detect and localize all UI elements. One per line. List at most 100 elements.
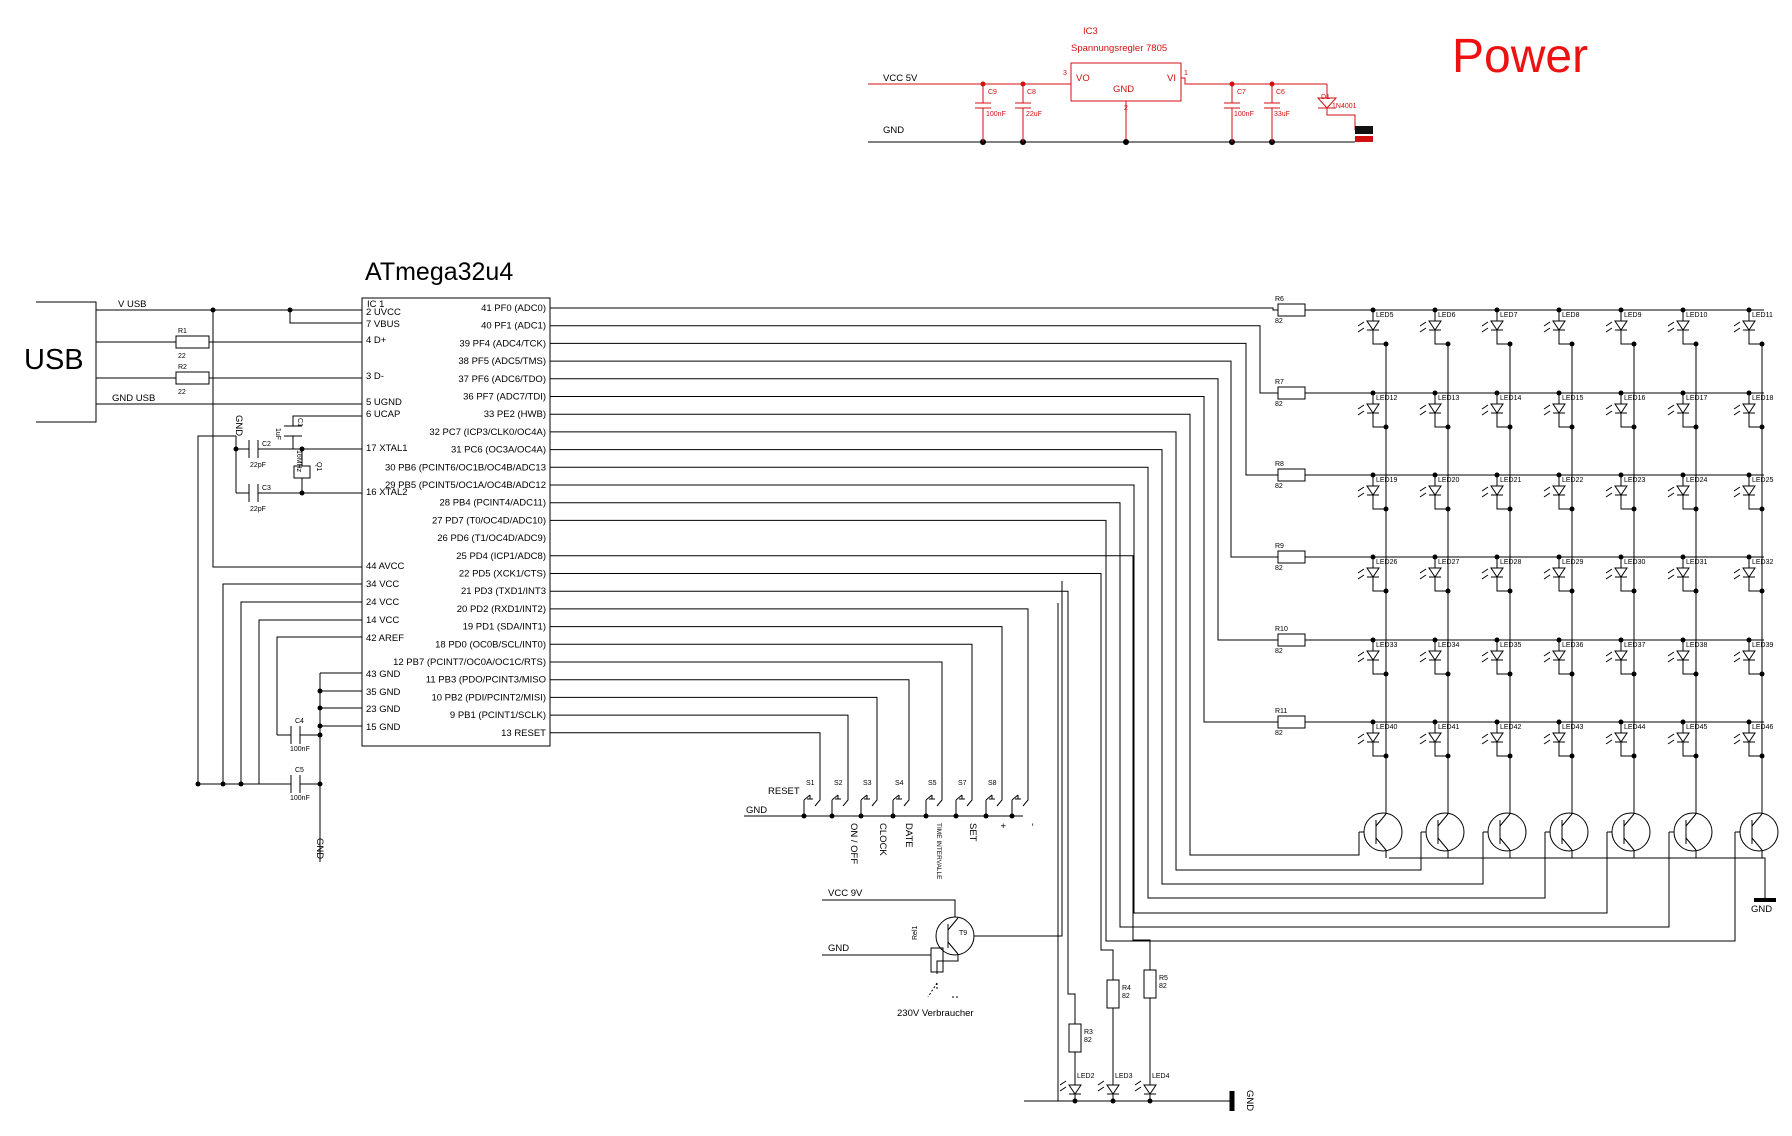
matrix-led: LED23 [1605,472,1646,510]
svg-text:T9: T9 [959,930,967,937]
mcu-left-pin: 44 AVCC [366,561,405,572]
regulator-ref: IC3 [1083,26,1098,37]
clock-section: GND C2 22pF C3 22pF Q1 16MHz C1 1uF [197,415,362,784]
mcu-left-pin: 42 AREF [366,633,404,644]
transistor-t9 [935,916,975,956]
matrix-led: LED26 [1357,554,1398,592]
r2-value: 22 [178,389,186,396]
mcu-right-pin: 26 PD6 (T1/OC4D/ADC9) [437,533,546,544]
led-label: LED16 [1624,395,1646,402]
matrix-led: LED29 [1543,554,1584,592]
cap-c8: C8 22uF [1015,81,1042,142]
led-label: LED22 [1562,477,1584,484]
matrix-led: LED37 [1605,637,1646,675]
matrix-led: LED18 [1733,390,1774,428]
matrix-led: LED14 [1481,390,1522,428]
regulator-pin-vi: VI [1167,73,1176,84]
svg-text:22uF: 22uF [1026,111,1042,118]
matrix-led: LED34 [1419,637,1460,675]
load-label: 230V Verbraucher [897,1008,974,1019]
button-ref: S2 [834,780,843,787]
row-resistor-ref: R10 [1275,626,1288,633]
status-resistor-value: 82 [1122,993,1130,1000]
led-label: LED37 [1624,642,1646,649]
mcu-left-pin: 43 GND [366,669,400,680]
row-resistor [1277,633,1306,647]
gndusb-label: GND USB [112,393,155,404]
status-led [1068,1084,1082,1095]
mcu-ref: IC 1 [367,299,384,310]
led-label: LED8 [1562,312,1580,319]
push-button: S8 [983,780,1003,819]
push-button [1009,786,1029,819]
power-connector-minus [1355,136,1373,142]
svg-text:C9: C9 [988,89,997,96]
mcu-body [361,297,551,747]
led-label: LED36 [1562,642,1584,649]
led-label: LED13 [1438,395,1460,402]
cap-c3 [248,484,259,502]
matrix-led: LED32 [1733,554,1774,592]
row-resistor [1277,386,1306,400]
mcu-right-pin: 9 PB1 (PCINT1/SCLK) [450,710,546,721]
svg-text:C4: C4 [295,718,304,725]
led-label: LED31 [1686,559,1708,566]
mcu-right-pin: 10 PB2 (PDI/PCINT2/MISI) [431,692,546,703]
matrix-led: LED40 [1357,719,1398,757]
cap-c4 [290,726,301,744]
svg-text:100nF: 100nF [290,746,310,753]
row-resistor-value: 82 [1275,401,1283,408]
matrix-led: LED31 [1667,554,1708,592]
matrix-led: LED30 [1605,554,1646,592]
vin-wire [1181,77,1327,85]
regulator-pin3-num: 3 [1063,70,1067,77]
mcu-right-pin: 31 PC6 (OC3A/OC4A) [451,445,546,456]
row-resistor-value: 82 [1275,648,1283,655]
led-label: LED46 [1752,724,1774,731]
matrix-led: LED43 [1543,719,1584,757]
matrix-led: LED35 [1481,637,1522,675]
led-label: LED6 [1438,312,1456,319]
mcu-title: ATmega32u4 [365,258,513,286]
matrix-led: LED24 [1667,472,1708,510]
matrix-led: LED12 [1357,390,1398,428]
mcu-right-pin: 25 PD4 (ICP1/ADC8) [456,551,546,562]
row-resistor-value: 82 [1275,318,1283,325]
matrix-led: LED6 [1419,307,1456,345]
mcu-right-pin: 19 PD1 (SDA/INT1) [463,622,546,633]
matrix-led: LED27 [1419,554,1460,592]
mcu-left-pin: 3 D- [366,371,384,382]
mcu-right-pin: 39 PF4 (ADC4/TCK) [459,338,546,349]
status-led [1106,1084,1120,1095]
status-led-label: LED4 [1152,1073,1170,1080]
svg-text:100nF: 100nF [290,795,310,802]
mcu-right-pin: 28 PB4 (PCINT4/ADC11) [440,498,546,509]
diode-d1-value: 1N4001 [1332,103,1357,110]
clock-gnd-label: GND [233,415,244,436]
regulator-name: Spannungsregler 7805 [1071,43,1167,54]
usb-section: USB V USB GND USB R1 22 R2 22 [24,299,362,568]
mcu-right-pin: 12 PB7 (PCINT7/OC0A/OC1C/RTS) [393,657,546,668]
svg-text:C6: C6 [1276,89,1285,96]
row-resistor-value: 82 [1275,565,1283,572]
button-name: CLOCK [877,823,888,856]
matrix-led: LED22 [1543,472,1584,510]
push-button: S2 [829,780,849,819]
matrix-led: LED9 [1605,307,1642,345]
mcu-left-pin: 6 UCAP [366,409,400,420]
svg-text:C8: C8 [1027,89,1036,96]
cap-c5 [290,775,301,793]
column-transistor [1487,812,1527,852]
mcu-right-pin: 37 PF6 (ADC6/TDO) [458,374,546,385]
decoupling-section: C5 100nF C4 100nF GND [195,583,362,862]
mcu-left-pin: 34 VCC [366,579,399,590]
regulator-pin-gnd: GND [1113,84,1134,95]
regulator-pin-vo: VO [1076,73,1090,84]
led-label: LED14 [1500,395,1522,402]
led-label: LED44 [1624,724,1646,731]
row-resistor [1277,715,1306,729]
led-label: LED38 [1686,642,1708,649]
status-resistor-ref: R3 [1084,1029,1093,1036]
resistor-r2 [175,371,210,385]
